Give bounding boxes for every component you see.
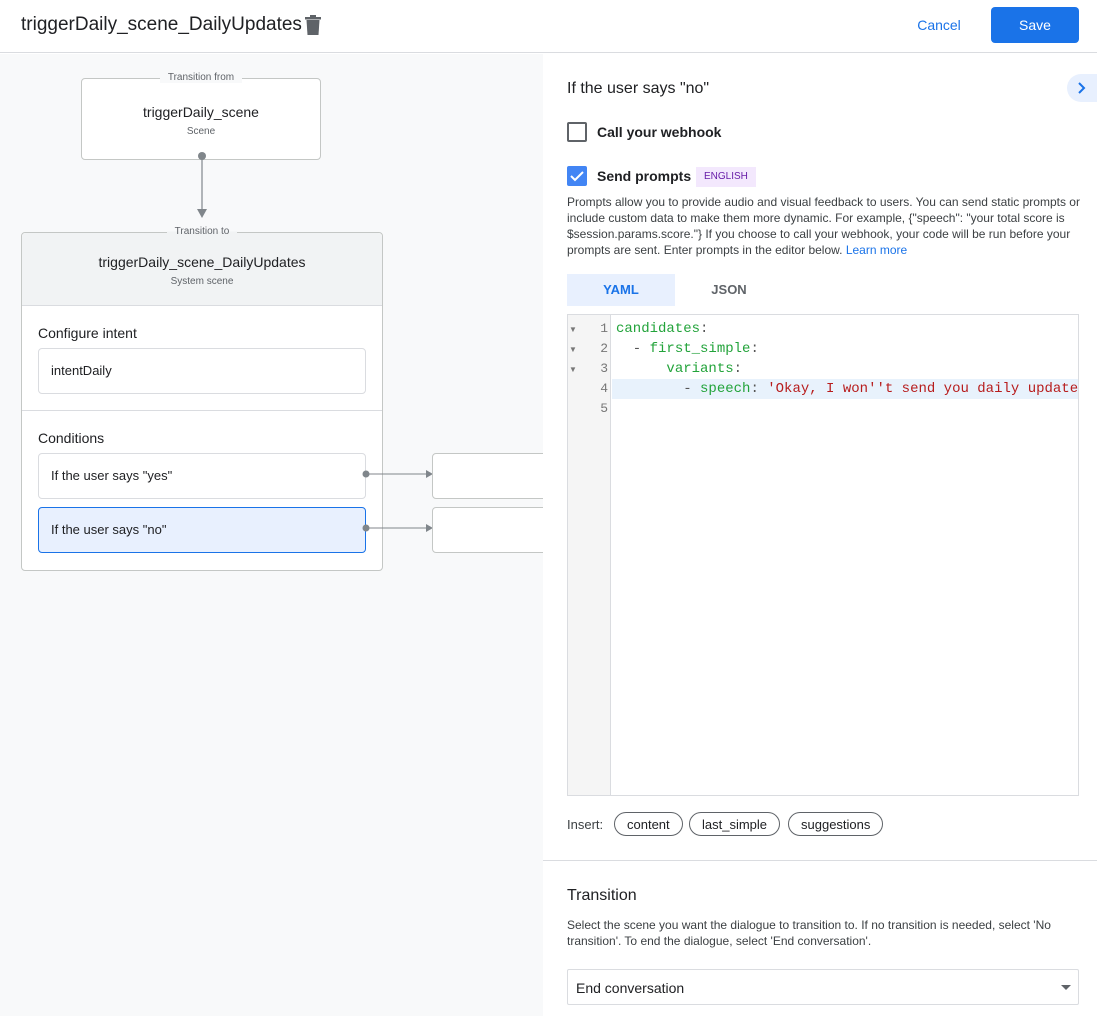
tab-json[interactable]: JSON — [711, 282, 747, 297]
node-subtitle: Scene — [186, 126, 216, 137]
fold-icon[interactable]: ▼ — [569, 365, 577, 374]
line-number: 2 — [600, 341, 608, 356]
code-editor[interactable] — [567, 314, 1079, 796]
conditions-heading: Conditions — [38, 430, 105, 446]
chevron-right-icon — [1078, 82, 1086, 94]
insert-chip-content[interactable]: content — [614, 812, 683, 836]
code-line: variants: — [666, 361, 743, 377]
webhook-checkbox[interactable] — [567, 122, 587, 142]
transition-from-node[interactable]: Transition from triggerDaily_scene Scene — [81, 72, 321, 160]
fold-icon[interactable]: ▼ — [569, 325, 577, 334]
divider — [543, 860, 1097, 861]
transition-description: Select the scene you want the dialogue t… — [567, 918, 1051, 948]
tab-yaml[interactable]: YAML — [567, 274, 675, 306]
connector-arrow — [197, 152, 207, 218]
intent-heading: Configure intent — [38, 325, 137, 341]
delete-icon[interactable] — [305, 15, 321, 35]
target-node-no[interactable] — [432, 507, 543, 553]
save-button[interactable]: Save — [991, 7, 1079, 43]
webhook-label: Call your webhook — [597, 124, 722, 140]
check-icon — [570, 171, 584, 182]
insert-label: Insert: — [567, 817, 604, 832]
node-legend: Transition from — [159, 72, 243, 83]
node-title: triggerDaily_scene_DailyUpdates — [98, 254, 306, 270]
line-number: 5 — [600, 401, 608, 416]
node-title: triggerDaily_scene — [143, 104, 259, 120]
condition-yes[interactable]: If the user says "yes" — [38, 453, 366, 499]
code-line: candidates: — [616, 321, 709, 337]
insert-chip-last-simple[interactable]: last_simple — [689, 812, 781, 836]
intent-field[interactable]: intentDaily — [38, 348, 366, 394]
panel-heading: If the user says "no" — [567, 80, 710, 97]
prompts-description: Prompts allow you to provide audio and v… — [567, 194, 1082, 258]
collapse-panel-button[interactable] — [1067, 74, 1097, 102]
description-text: Prompts allow you to provide audio and v… — [567, 195, 1080, 257]
transition-heading: Transition — [567, 887, 637, 904]
condition-no[interactable]: If the user says "no" — [38, 507, 366, 553]
node-legend: Transition to — [166, 226, 238, 237]
transition-select[interactable]: End conversation — [567, 969, 1079, 1005]
line-number: 4 — [600, 381, 608, 396]
transition-to-node: Transition to triggerDaily_scene_DailyUp… — [21, 226, 383, 571]
dropdown-arrow-icon — [1061, 985, 1071, 990]
line-number: 1 — [600, 321, 608, 336]
condition-connectors — [362, 470, 433, 532]
transition-select-value: End conversation — [576, 980, 685, 996]
node-subtitle: System scene — [170, 276, 234, 287]
scene-canvas[interactable]: Transition from triggerDaily_scene Scene… — [0, 54, 543, 1016]
target-node-yes[interactable] — [432, 453, 543, 499]
prompts-checkbox[interactable] — [567, 166, 587, 186]
header-bar: triggerDaily_scene_DailyUpdates Cancel S… — [0, 0, 1097, 53]
cancel-button[interactable]: Cancel — [905, 9, 973, 41]
insert-chip-suggestions[interactable]: suggestions — [788, 812, 884, 836]
prompts-label: Send prompts — [597, 168, 692, 184]
code-line: - speech: 'Okay, I won''t send you daily… — [616, 381, 1078, 397]
line-number: 3 — [600, 361, 608, 376]
page-title: triggerDaily_scene_DailyUpdates — [21, 14, 302, 35]
fold-icon[interactable]: ▼ — [569, 345, 577, 354]
learn-more-link[interactable]: Learn more — [845, 243, 908, 257]
code-line: - first_simple: — [616, 341, 759, 357]
language-badge: ENGLISH — [696, 167, 756, 187]
